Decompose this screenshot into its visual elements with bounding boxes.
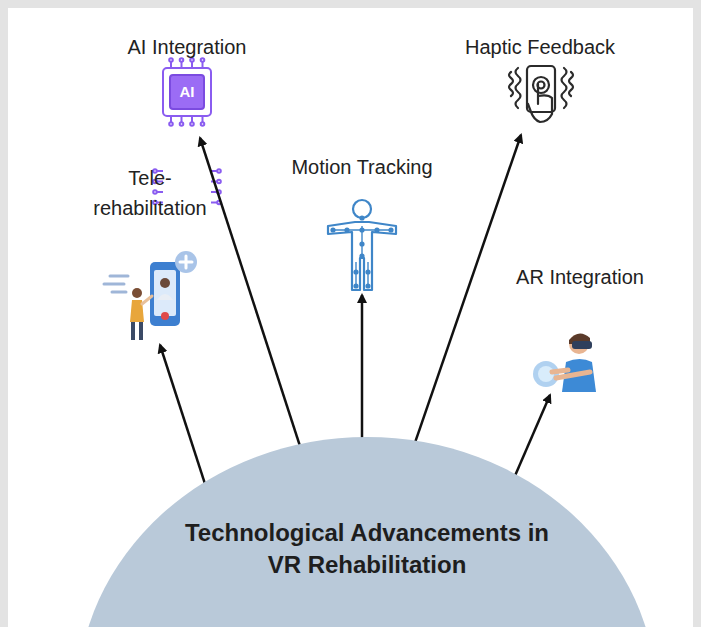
- feature-label: AR Integration: [500, 262, 660, 292]
- feature-node: Motion Tracking: [282, 152, 442, 295]
- arrow-connector: [200, 138, 300, 446]
- haptic-icon: [509, 66, 573, 122]
- ar-person-icon: [533, 333, 596, 392]
- dome-node: Technological Advancements in VR Rehabil…: [0, 437, 701, 627]
- motion-figure-icon: [328, 200, 396, 290]
- arrow-connector: [160, 345, 205, 484]
- feature-node: Haptic Feedback: [460, 32, 620, 135]
- feature-label: Haptic Feedback: [460, 32, 620, 62]
- telerehab-icon: [104, 251, 197, 340]
- arrow-connector: [515, 395, 550, 476]
- feature-label: AI Integration: [107, 32, 267, 62]
- chip-label: AI: [170, 82, 204, 102]
- feature-label: Tele- rehabilitation: [80, 163, 220, 223]
- feature-label: Motion Tracking: [282, 152, 442, 182]
- feature-node: Tele- rehabilitation: [80, 163, 220, 345]
- arrow-connector: [361, 295, 364, 439]
- feature-node: AR Integration: [500, 262, 660, 395]
- dome-title: Technological Advancements in VR Rehabil…: [167, 517, 567, 581]
- arrow-connector: [415, 135, 521, 443]
